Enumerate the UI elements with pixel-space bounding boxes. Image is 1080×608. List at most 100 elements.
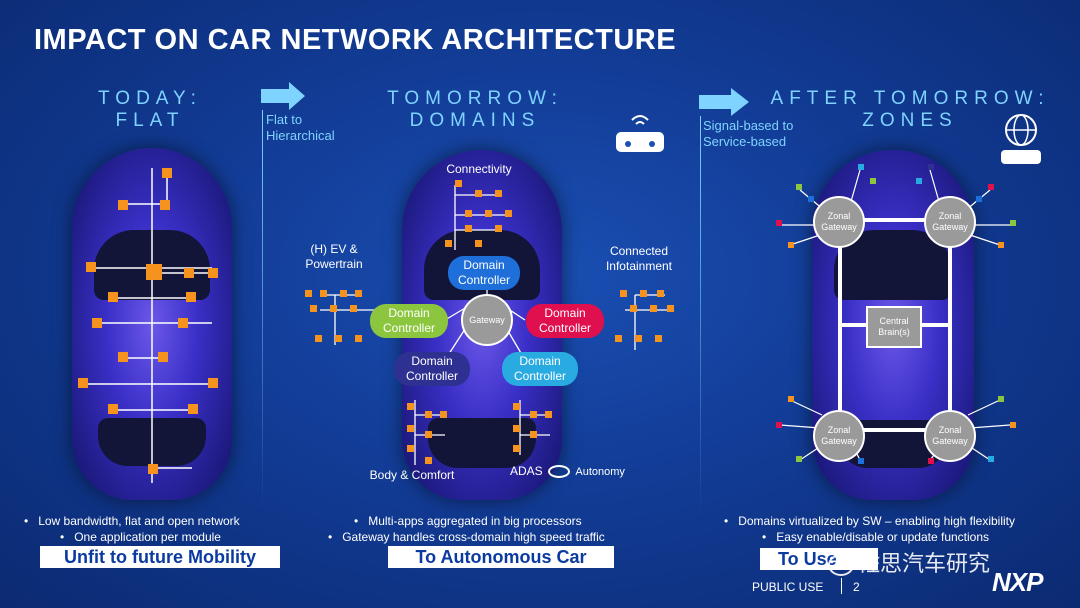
central-gateway: Gateway bbox=[461, 294, 513, 346]
ecu-node bbox=[186, 292, 196, 302]
sensor-node bbox=[796, 456, 802, 462]
adas-label: ADAS Autonomy bbox=[510, 464, 634, 480]
ecu-node bbox=[92, 318, 102, 328]
sensor-node bbox=[858, 164, 864, 170]
bullet-text: Multi-apps aggregated in big processors bbox=[368, 514, 582, 528]
domain-controller-connectivity: Domain Controller bbox=[448, 256, 520, 290]
infotainment-label-line2: Infotainment bbox=[605, 259, 673, 273]
ecu-node bbox=[208, 268, 218, 278]
tomorrow-heading: TOMORROW: DOMAINS bbox=[380, 88, 570, 132]
controller-line2: Controller bbox=[457, 273, 511, 287]
sensor-node bbox=[1010, 422, 1016, 428]
controller-line2: Controller bbox=[538, 321, 592, 335]
arrow-right-icon bbox=[699, 88, 749, 116]
controller-line1: Domain bbox=[411, 354, 453, 368]
ecu-node bbox=[108, 292, 118, 302]
infotainment-label-line1: Connected bbox=[609, 244, 669, 258]
tomorrow-banner: To Autonomous Car bbox=[388, 546, 614, 568]
domain-controller-body: Domain Controller bbox=[394, 352, 470, 386]
today-heading-line1: TODAY: bbox=[98, 88, 202, 109]
zonal-line1: Zonal bbox=[827, 425, 851, 435]
controller-line2: Controller bbox=[513, 369, 567, 383]
zonal-line2: Gateway bbox=[821, 222, 857, 232]
body-comfort-label: Body & Comfort bbox=[369, 468, 455, 482]
tomorrow-bullets: • Multi-apps aggregated in big processor… bbox=[328, 513, 658, 545]
infotainment-label: Connected Infotainment bbox=[596, 244, 682, 274]
footer-classification: PUBLIC USE bbox=[752, 580, 824, 594]
bullet-item: • Domains virtualized by SW – enabling h… bbox=[724, 514, 1015, 528]
sensor-node bbox=[916, 178, 922, 184]
zonal-line1: Zonal bbox=[938, 211, 962, 221]
sensor-node bbox=[776, 220, 782, 226]
zonal-line2: Gateway bbox=[932, 222, 968, 232]
sensor-node bbox=[988, 456, 994, 462]
ecu-node bbox=[160, 200, 170, 210]
sensor-node bbox=[870, 178, 876, 184]
sensor-node bbox=[796, 184, 802, 190]
after-heading-line2: ZONES bbox=[862, 110, 958, 131]
after-heading: AFTER TOMORROW: ZONES bbox=[760, 88, 1060, 132]
sensor-node bbox=[858, 458, 864, 464]
after-banner-text: To Use bbox=[778, 549, 837, 569]
ev-label-line2: Powertrain bbox=[305, 257, 363, 271]
arrow-right-icon bbox=[261, 82, 305, 110]
flat-nodes bbox=[72, 148, 232, 500]
arrow-note-line1: Signal-based to bbox=[703, 118, 794, 133]
sensor-node bbox=[808, 196, 814, 202]
controller-line1: Domain bbox=[463, 258, 505, 272]
bullet-item: • Low bandwidth, flat and open network bbox=[24, 514, 240, 528]
controller-line2: Controller bbox=[405, 369, 459, 383]
page-title: IMPACT ON CAR NETWORK ARCHITECTURE bbox=[34, 24, 677, 56]
bullet-text: Domains virtualized by SW – enabling hig… bbox=[738, 514, 1015, 528]
today-heading-line2: FLAT bbox=[115, 110, 185, 131]
controller-line1: Domain bbox=[544, 306, 586, 320]
central-line2: Brain(s) bbox=[878, 327, 910, 337]
bullet-text: Low bandwidth, flat and open network bbox=[38, 514, 240, 528]
zonal-line2: Gateway bbox=[821, 436, 857, 446]
ecu-node bbox=[162, 168, 172, 178]
sensor-node bbox=[928, 164, 934, 170]
sensor-node bbox=[788, 242, 794, 248]
domain-controller-adas: Domain Controller bbox=[502, 352, 578, 386]
arrow-note-line2: Service-based bbox=[703, 134, 787, 149]
ecu-node bbox=[86, 262, 96, 272]
domain-controller-powertrain: Domain Controller bbox=[370, 304, 448, 338]
sensor-node bbox=[928, 458, 934, 464]
divider bbox=[700, 116, 701, 516]
ecu-node bbox=[148, 464, 158, 474]
ecu-node bbox=[118, 200, 128, 210]
central-line1: Central bbox=[879, 316, 909, 326]
bullet-text: One application per module bbox=[74, 530, 221, 544]
autonomy-logo-icon bbox=[548, 465, 571, 479]
ecu-node bbox=[158, 352, 168, 362]
bullet-text: Gateway handles cross-domain high speed … bbox=[342, 530, 605, 544]
bullet-item: • One application per module bbox=[60, 530, 221, 544]
connected-car-icon bbox=[616, 115, 664, 152]
arrow-note-service: Signal-based to Service-based bbox=[703, 118, 793, 150]
ecu-node bbox=[78, 378, 88, 388]
sensor-node bbox=[1010, 220, 1016, 226]
divider bbox=[262, 110, 263, 510]
controller-line1: Domain bbox=[519, 354, 561, 368]
zonal-line1: Zonal bbox=[938, 425, 962, 435]
ecu-node bbox=[208, 378, 218, 388]
zone-sensor-nodes bbox=[760, 150, 1080, 490]
autonomous-car-globe-icon bbox=[1001, 114, 1041, 164]
after-heading-line1: AFTER TOMORROW: bbox=[770, 88, 1050, 109]
bullet-item: • Gateway handles cross-domain high spee… bbox=[328, 530, 605, 544]
ecu-node bbox=[184, 268, 194, 278]
ecu-node bbox=[108, 404, 118, 414]
watermark-text: 佐思汽车研究 bbox=[858, 551, 991, 576]
watermark: 佐思汽车研究 bbox=[828, 546, 990, 578]
arrow-note-line1: Flat to bbox=[266, 112, 303, 127]
today-banner: Unfit to future Mobility bbox=[40, 546, 280, 568]
sensor-node bbox=[998, 396, 1004, 402]
ev-powertrain-label: (H) EV & Powertrain bbox=[296, 242, 372, 272]
zonal-line2: Gateway bbox=[932, 436, 968, 446]
today-heading: TODAY: FLAT bbox=[75, 88, 225, 132]
sensor-node bbox=[976, 196, 982, 202]
bullet-item: • Multi-apps aggregated in big processor… bbox=[354, 514, 582, 528]
